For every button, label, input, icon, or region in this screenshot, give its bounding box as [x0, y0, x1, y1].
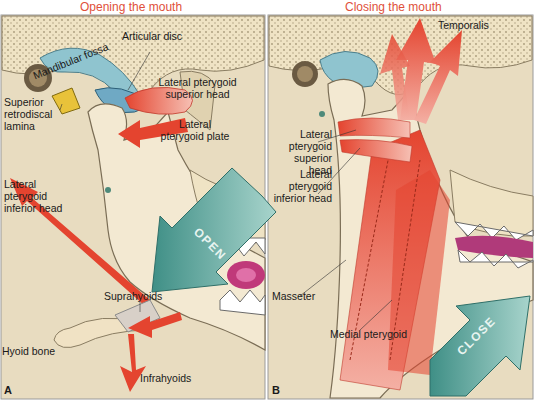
part-label: Lateral pterygoid inferior head: [4, 178, 76, 214]
part-label: Suprahyoids: [104, 290, 162, 302]
panel-letter: A: [4, 384, 12, 396]
part-label: Masseter: [272, 290, 315, 302]
part-label: Infrahyoids: [140, 372, 191, 384]
part-label: Articular disc: [122, 30, 202, 42]
part-label: Temporalis: [438, 19, 489, 31]
panel-letter: B: [272, 384, 280, 396]
part-label: Lateral pterygoid plate: [160, 118, 230, 142]
part-label: Medial pterygoid: [330, 328, 407, 340]
part-label: Lateral pterygoid inferior head: [272, 168, 332, 204]
panel-title: Opening the mouth: [80, 1, 182, 13]
part-label: Hyoid bone: [2, 345, 55, 357]
part-label: Superior retrodiscal lamina: [4, 96, 76, 132]
part-label: Lateral pterygoid superior head: [150, 76, 245, 100]
panel-title: Closing the mouth: [345, 1, 442, 13]
